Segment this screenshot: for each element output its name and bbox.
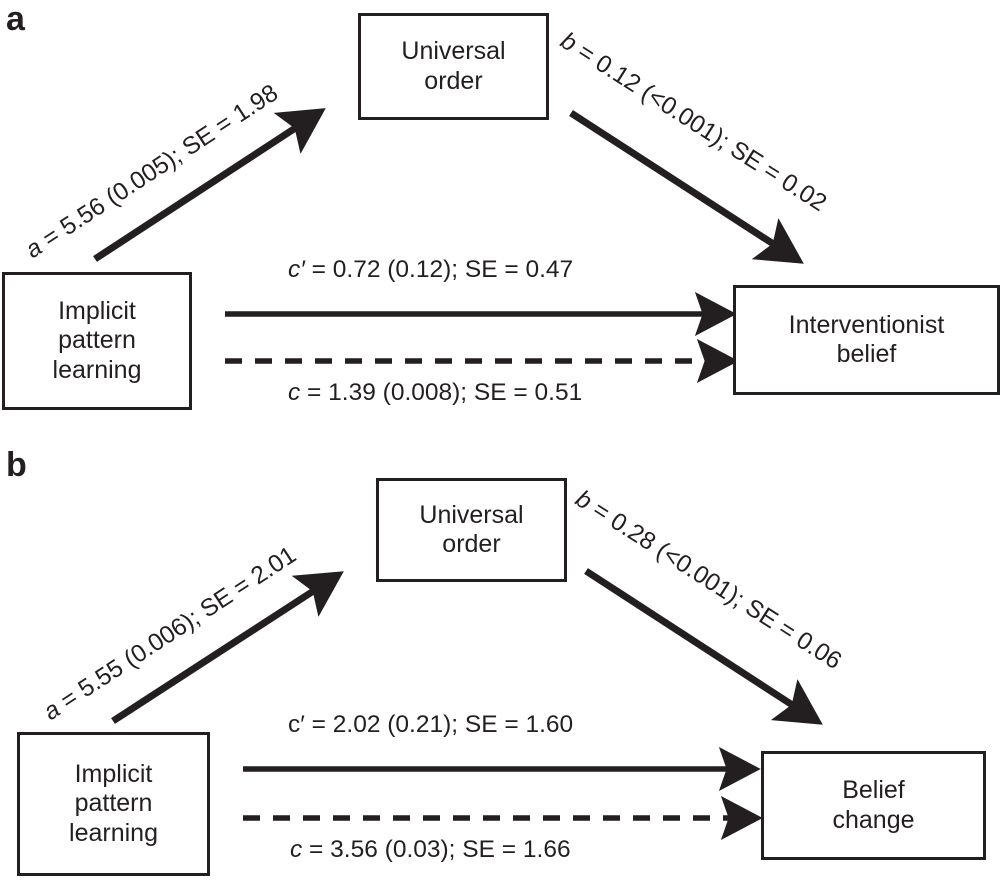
panel-a: a Implicit pattern learning xyxy=(2,0,1000,410)
edge-label-path-a: a = 5.55 (0.006); SE = 2.01 xyxy=(39,541,302,725)
node-label: Implicit pattern learning xyxy=(52,296,142,384)
coef-values: = 2.02 (0.21); SE = 1.60 xyxy=(304,711,574,738)
edge-label-path-c: c = 1.39 (0.008); SE = 0.51 xyxy=(288,379,583,406)
coef-values: = 1.39 (0.008); SE = 0.51 xyxy=(300,379,583,406)
coef-symbol: c′ xyxy=(288,256,305,283)
edge-label-path-c-prime: c′ = 2.02 (0.21); SE = 1.60 xyxy=(288,711,574,738)
edge-label-path-c-prime: c′ = 0.72 (0.12); SE = 0.47 xyxy=(288,256,574,283)
coef-symbol: c xyxy=(290,836,303,863)
coef-values: = 0.28 (<0.001); SE = 0.06 xyxy=(582,492,847,676)
arrow-path-b xyxy=(569,110,804,264)
node-interventionist-belief[interactable]: Interventionist belief xyxy=(733,285,1000,395)
node-universal-order[interactable]: Universal order xyxy=(358,13,549,120)
coef-values: = 0.72 (0.12); SE = 0.47 xyxy=(304,256,574,283)
arrow-path-b xyxy=(584,568,823,725)
node-universal-order[interactable]: Universal order xyxy=(376,478,567,582)
coef-symbol: c′ xyxy=(288,711,305,738)
node-label: Interventionist belief xyxy=(788,310,945,369)
coef-values: = 5.56 (0.005); SE = 1.98 xyxy=(32,79,284,257)
node-label: Implicit pattern learning xyxy=(69,759,158,847)
edge-label-path-a: a = 5.56 (0.005); SE = 1.98 xyxy=(21,79,284,263)
node-label: Universal order xyxy=(401,37,506,95)
panel-b: b Implicit pattern learning xyxy=(0,440,1003,880)
edge-label-path-b: b = 0.28 (<0.001); SE = 0.06 xyxy=(571,485,847,676)
panel-label-a: a xyxy=(6,0,25,38)
edge-label-path-b: b = 0.12 (<0.001); SE = 0.02 xyxy=(556,27,832,218)
node-label: Universal order xyxy=(419,500,524,559)
coef-symbol: c xyxy=(288,379,301,406)
coef-values: = 3.56 (0.03); SE = 1.66 xyxy=(302,836,571,863)
coef-values: = 0.12 (<0.001); SE = 0.02 xyxy=(567,34,832,218)
node-label: Belief change xyxy=(832,776,915,834)
node-belief-change[interactable]: Belief change xyxy=(761,751,986,860)
node-implicit-pattern-learning[interactable]: Implicit pattern learning xyxy=(17,732,210,876)
edge-label-path-c: c = 3.56 (0.03); SE = 1.66 xyxy=(290,836,571,863)
node-implicit-pattern-learning[interactable]: Implicit pattern learning xyxy=(2,272,192,410)
panel-label-b: b xyxy=(6,446,27,484)
coef-values: = 5.55 (0.006); SE = 2.01 xyxy=(50,541,302,719)
